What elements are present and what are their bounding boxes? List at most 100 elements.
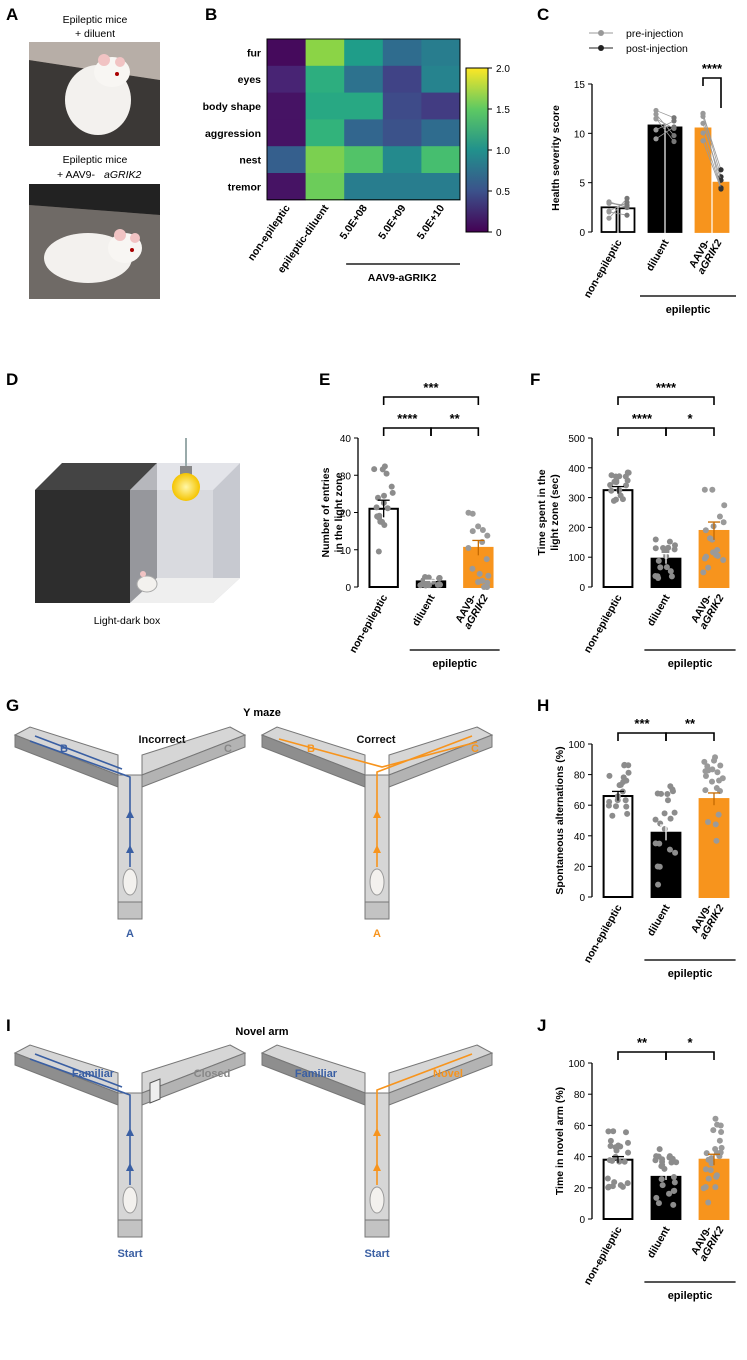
panel-i-title: Novel arm (235, 1026, 288, 1038)
legend-marker (598, 45, 604, 51)
paired-line (655, 118, 675, 129)
data-point (661, 826, 668, 833)
data-point (705, 818, 712, 825)
mouse-path (29, 1053, 131, 1185)
y-tick-label: 0 (345, 583, 351, 594)
x-category-label: diluent (410, 592, 438, 628)
data-point (383, 470, 390, 477)
panel-d-caption: Light-dark box (94, 615, 161, 627)
paired-line (608, 202, 628, 206)
data-point (712, 1184, 719, 1191)
data-point (655, 1200, 662, 1207)
heatmap-cell (344, 92, 384, 120)
data-point (481, 584, 488, 590)
data-point (661, 810, 668, 817)
data-point (436, 581, 443, 588)
data-point (719, 775, 726, 782)
heatmap-cell (382, 173, 422, 201)
arm-label-a: A (373, 928, 381, 940)
significance-label: *** (634, 716, 650, 731)
data-point-pre (653, 116, 659, 122)
significance-label: **** (702, 61, 723, 76)
data-point (465, 545, 472, 552)
data-point (617, 1143, 624, 1150)
data-point (617, 492, 624, 499)
data-point (702, 527, 709, 534)
data-point (670, 1173, 677, 1180)
data-point (652, 536, 659, 543)
data-point (703, 1150, 710, 1157)
data-point (714, 1121, 721, 1128)
data-point (701, 555, 708, 562)
y-tick-label: 40 (340, 434, 352, 445)
data-point (667, 815, 674, 822)
y-tick-label: 0 (579, 228, 585, 239)
data-point (607, 1143, 614, 1150)
significance-bracket (382, 427, 432, 436)
data-point-pre (606, 200, 612, 206)
data-point (716, 1137, 723, 1144)
y-tick-label: 300 (568, 494, 585, 505)
y-tick-label: 10 (574, 129, 586, 140)
significance-label: **** (656, 380, 677, 395)
y-tick-label: 500 (568, 434, 585, 445)
heatmap-row-label: body shape (203, 101, 262, 113)
y-tick-label: 80 (574, 1090, 586, 1101)
data-point (624, 1180, 631, 1187)
data-point (417, 582, 424, 589)
heatmap-cell (267, 119, 307, 147)
data-point-post (671, 115, 677, 121)
data-point (610, 497, 617, 504)
data-point (714, 769, 721, 776)
colorbar (465, 67, 489, 233)
data-point (702, 773, 709, 780)
data-point (702, 787, 709, 794)
y-tick-label: 60 (574, 801, 586, 812)
data-point (624, 1139, 631, 1146)
data-point-pre (653, 136, 659, 142)
y-tick-label: 15 (574, 80, 586, 91)
panel-a-caption-2-gene: aGRIK2 (104, 169, 142, 181)
group-label: epileptic (668, 1290, 713, 1302)
data-point (479, 577, 486, 584)
legend-marker (598, 30, 604, 36)
data-point (619, 1183, 626, 1190)
data-point (655, 881, 662, 888)
data-point (606, 1157, 613, 1164)
data-point (666, 846, 673, 853)
colorbar-tick-label: 1.0 (496, 146, 510, 157)
heatmap-row-label: aggression (205, 128, 261, 140)
y-tick-label: 80 (574, 771, 586, 782)
colorbar-tick-label: 1.5 (496, 105, 510, 116)
bar (698, 798, 730, 899)
y-tick-label: 100 (568, 1059, 585, 1070)
heatmap-cell (382, 65, 422, 94)
data-point (672, 849, 679, 856)
legend-label: post-injection (626, 43, 688, 55)
group-label: epileptic (666, 304, 711, 316)
heatmap-cell (421, 173, 461, 201)
data-point (374, 494, 381, 501)
data-point (623, 482, 630, 489)
path-arrow (373, 1128, 381, 1136)
data-point (667, 783, 674, 790)
panel-label-h: H (537, 696, 549, 715)
data-point (707, 1167, 714, 1174)
significance-label: **** (632, 411, 653, 426)
data-point (667, 568, 674, 575)
data-point (669, 788, 676, 795)
heatmap-cell (382, 92, 422, 120)
heatmap-cell (344, 119, 384, 147)
path-arrow (126, 810, 134, 818)
heatmap-cell (305, 92, 345, 120)
data-point (702, 1183, 709, 1190)
heatmap-row-label: nest (239, 155, 261, 167)
heatmap-cell (305, 146, 345, 174)
data-point (713, 1149, 720, 1156)
data-point (720, 556, 727, 563)
data-point (605, 1128, 612, 1135)
heatmap-cell (421, 65, 461, 94)
data-point (701, 486, 708, 493)
